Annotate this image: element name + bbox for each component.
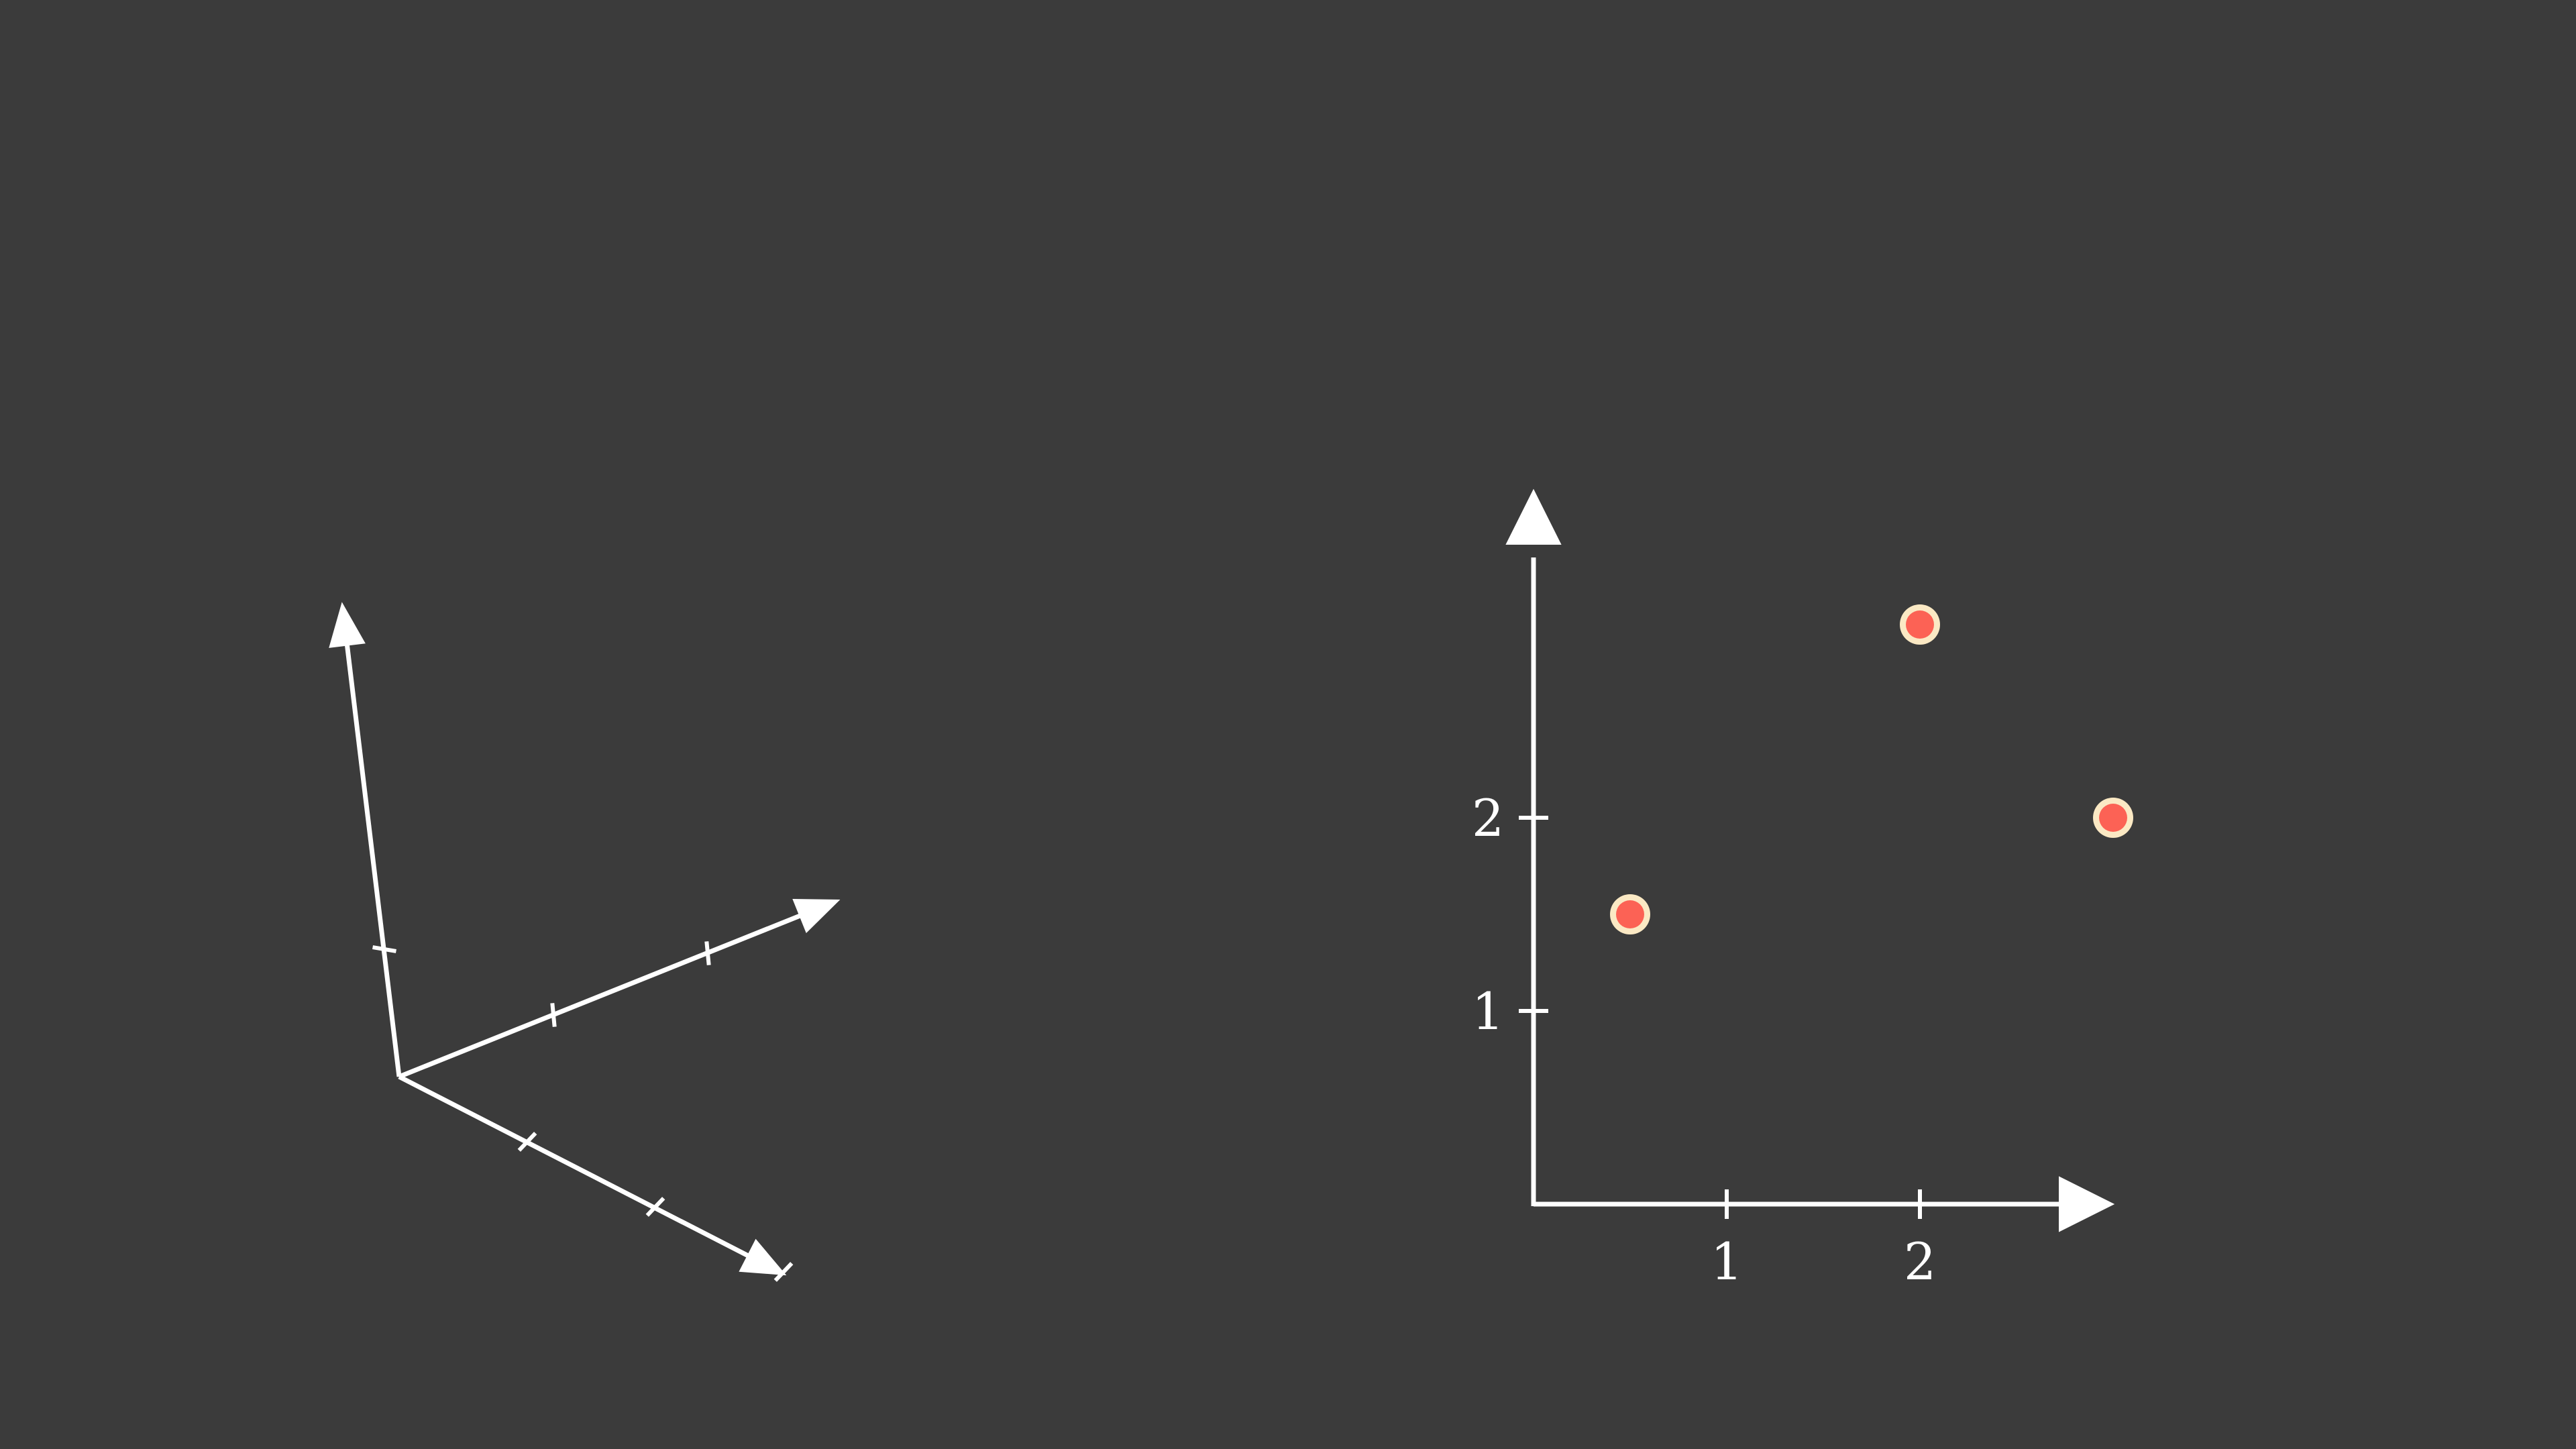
data-point [2093, 798, 2133, 838]
x-axis-arrowhead [2059, 1176, 2115, 1232]
y-axis-3d-arrowhead [792, 898, 841, 933]
y-tick-label: 1 [1472, 981, 1504, 1041]
x-tick-label: 2 [1904, 1232, 1936, 1291]
x-axis-3d-tick [773, 1262, 794, 1282]
z-axis-3d-tick [372, 945, 396, 953]
y-tick-label: 2 [1472, 788, 1504, 848]
data-point-dot [2099, 804, 2127, 832]
data-point [1900, 604, 1940, 645]
y-axis-3d-tick [550, 1003, 557, 1027]
x-axis-3d-tick [645, 1197, 665, 1217]
z-axis-3d-arrowhead [329, 602, 366, 648]
data-point-dot [1906, 610, 1934, 639]
y-axis-3d-line [398, 910, 809, 1079]
x-axis-3d-arrowhead [739, 1238, 787, 1276]
scatter-plot: 1 2 1 2 [1472, 488, 2133, 1291]
y-axis-arrowhead [1505, 488, 1562, 545]
z-axis-3d-line [343, 636, 402, 1077]
y-axis-3d-tick [704, 941, 711, 965]
x-tick-label: 1 [1711, 1232, 1743, 1291]
data-point [1610, 894, 1650, 934]
data-point-dot [1616, 900, 1644, 928]
three-d-axes [329, 602, 841, 1282]
x-axis-3d-line [398, 1074, 757, 1262]
x-axis-3d-tick [517, 1132, 537, 1152]
